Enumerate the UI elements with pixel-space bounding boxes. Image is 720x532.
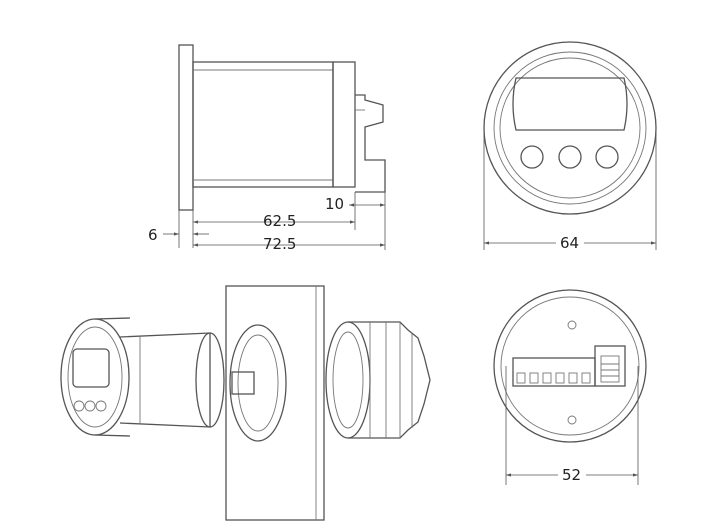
- iso-display: [72, 348, 110, 388]
- housing-body: [192, 61, 334, 188]
- front-bezel-inner: [493, 51, 647, 205]
- flange: [178, 44, 194, 211]
- dim-label-body: 62.5: [263, 212, 296, 230]
- iso-bezel-outer: [60, 318, 130, 436]
- dim-label-overall: 72.5: [263, 235, 296, 253]
- iso-mounting-ring: [229, 324, 287, 442]
- iso-rear-nut-body: [348, 321, 431, 439]
- button-3: [595, 145, 619, 169]
- front-view: 64: [483, 41, 657, 252]
- rj-connector: [594, 345, 626, 387]
- display-window: [512, 77, 628, 131]
- rear-screw-top: [567, 320, 577, 330]
- isometric-assembly-view: [60, 285, 431, 521]
- button-2: [558, 145, 582, 169]
- dim-label-flange: 6: [148, 226, 158, 244]
- rear-screw-bottom: [567, 415, 577, 425]
- rear-view: 52: [493, 289, 647, 485]
- dim-label-rear: 10: [325, 195, 344, 213]
- rear-connector: [355, 94, 386, 193]
- dim-label-front-diameter: 64: [560, 234, 579, 252]
- button-1: [520, 145, 544, 169]
- side-view: 6 62.5 10 72.5: [148, 44, 386, 253]
- rear-outer: [493, 289, 647, 443]
- iso-panel-plate: [225, 285, 325, 521]
- front-bezel-outer: [483, 41, 657, 215]
- rear-cap: [332, 61, 356, 188]
- iso-body: [119, 332, 211, 428]
- dim-label-rear-diameter: 52: [562, 466, 581, 484]
